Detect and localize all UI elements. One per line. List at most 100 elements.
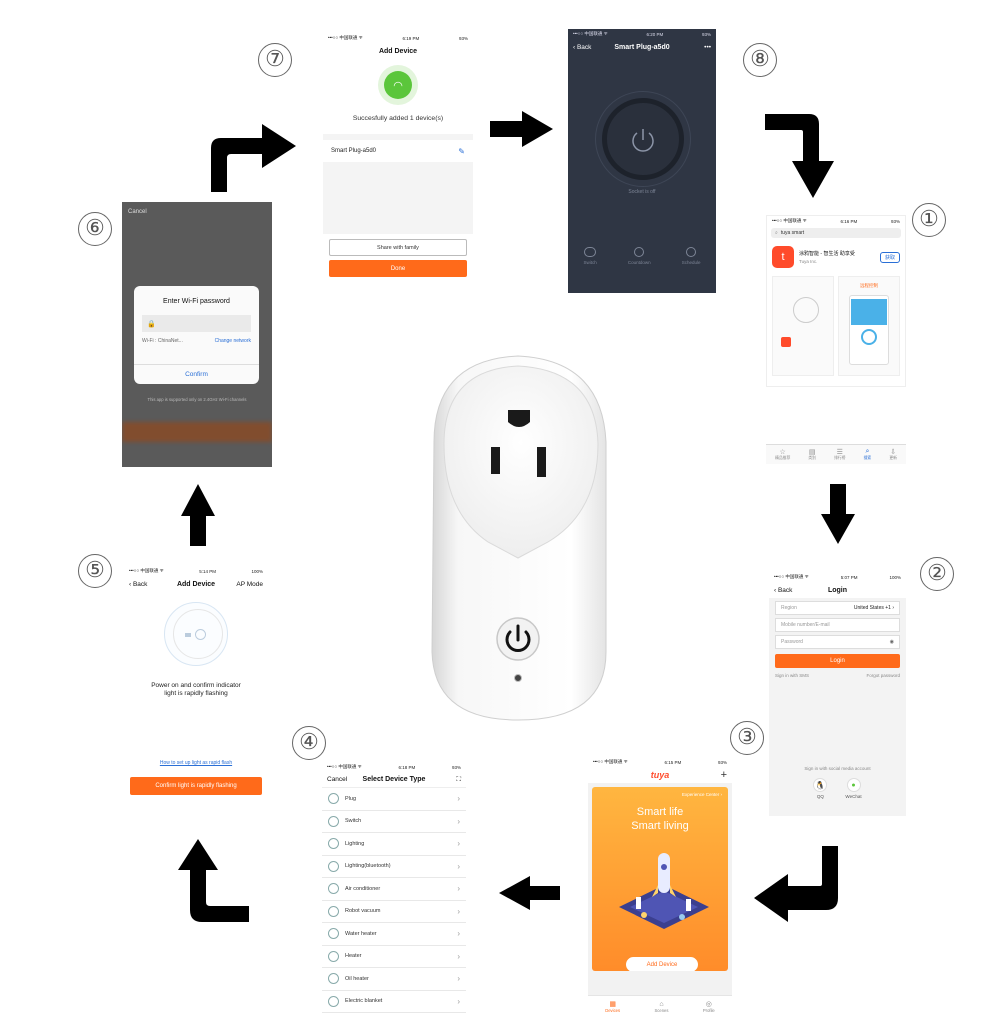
chevron-right-icon: ›	[457, 816, 460, 826]
tab-scenes[interactable]: ⌂Scenes	[655, 1001, 669, 1013]
wechat-button[interactable]: ●WeChat	[845, 778, 862, 799]
status-bar: •••○○ 中国联通 ᯤ 6:19 PM 93%	[323, 33, 473, 43]
socket-status: Socket is off	[628, 189, 656, 195]
social-buttons: 🐧QQ ●WeChat	[769, 778, 906, 799]
back-button[interactable]: ‹ Back	[573, 43, 592, 51]
confirm-button[interactable]: Confirm	[134, 364, 259, 384]
time: 5:14 PM	[199, 568, 217, 574]
done-button[interactable]: Done	[329, 260, 467, 277]
screen-1-app-store: •••○○ 中国联通 ᯤ 6:16 PM 93% ⌕tuya smart t 涂…	[766, 215, 906, 387]
eye-icon[interactable]: ◉	[889, 639, 894, 645]
step-number-2: ②	[920, 557, 954, 591]
device-type-icon	[328, 793, 339, 805]
device-type-row[interactable]: Lighting›	[322, 833, 466, 856]
tab-search[interactable]: ⌕搜索	[864, 448, 872, 461]
clock-icon	[686, 247, 697, 257]
step-number-5: ⑤	[78, 554, 112, 588]
cancel-button[interactable]: Cancel	[327, 776, 348, 783]
download-icon: ⇩	[890, 449, 897, 456]
experience-center-link[interactable]: Experience Center ›	[681, 792, 722, 797]
qq-button[interactable]: 🐧QQ	[813, 778, 828, 799]
back-button[interactable]: ‹ Back	[129, 580, 148, 588]
chevron-right-icon: ›	[457, 906, 460, 916]
search-input[interactable]: ⌕tuya smart	[771, 228, 901, 238]
smart-plug-image	[431, 355, 607, 721]
carrier: •••○○ 中国联通 ᯤ	[772, 218, 807, 223]
device-type-row[interactable]: Heater›	[322, 946, 466, 968]
nav-bar: Cancel Select Device Type ⛶	[322, 772, 466, 788]
tab-categories[interactable]: ▤类别	[808, 448, 816, 461]
search-text: tuya smart	[780, 230, 805, 236]
tab-countdown[interactable]: Countdown	[628, 247, 651, 265]
tab-devices[interactable]: ▦Devices	[605, 1000, 620, 1013]
device-type-label: Switch	[345, 818, 362, 825]
login-button[interactable]: Login	[775, 654, 900, 668]
step-number-3: ③	[730, 721, 764, 755]
hero-line-1: Smart life	[636, 806, 684, 818]
timer-icon	[634, 247, 645, 257]
arrow-4-to-5	[178, 839, 249, 922]
indicator-led	[514, 674, 522, 682]
screen-4-select-device-type: •••○○ 中国联通 ᯤ 6:18 PM 93% Cancel Select D…	[322, 762, 466, 1020]
device-type-list: Plug› Switch › Lighting›Lighting(bluetooth)…	[322, 788, 466, 1013]
forgot-password-link[interactable]: Forgot password	[866, 673, 900, 678]
device-type-row[interactable]: Oil heater›	[322, 968, 466, 991]
device-type-row[interactable]: Robot vacuum›	[322, 901, 466, 923]
tab-switch[interactable]: Switch	[584, 247, 597, 265]
time: 6:20 PM	[646, 31, 664, 37]
tab-featured[interactable]: ☆精品推荐	[775, 448, 790, 461]
tab-updates-label: 更新	[889, 456, 897, 460]
tab-schedule-label: Schedule	[681, 260, 701, 265]
power-toggle[interactable]	[602, 98, 684, 180]
tab-updates[interactable]: ⇩更新	[889, 448, 897, 461]
share-button[interactable]: Share with family	[329, 239, 467, 256]
get-button[interactable]: 获取	[879, 251, 900, 263]
device-type-row[interactable]: Electric blanket›	[322, 991, 466, 1013]
screen-5-ap-mode: •••○○ 中国联通 ᯤ 5:14 PM 100% ‹ Back Add Dev…	[124, 566, 268, 822]
tab-search-label: 搜索	[863, 456, 872, 460]
device-type-row[interactable]: Lighting(bluetooth)›	[322, 856, 466, 878]
back-button[interactable]: ‹ Back	[774, 586, 793, 594]
scan-icon[interactable]: ⛶	[456, 775, 461, 783]
add-device-button[interactable]: Add Device	[626, 957, 698, 971]
battery: 93%	[701, 31, 711, 37]
ap-mode-button[interactable]: AP Mode	[236, 580, 263, 588]
more-button[interactable]: •••	[704, 43, 711, 51]
change-network-link[interactable]: Change network	[214, 338, 251, 344]
confirm-flashing-button[interactable]: Confirm light is rapidly flashing	[130, 777, 262, 795]
nav-bar: ‹ Back Smart Plug-a5d0 •••	[568, 39, 716, 55]
bottom-tab-bar: ▦Devices ⌂Scenes ◎Profile	[588, 995, 732, 1017]
password-input[interactable]: 🔒	[142, 315, 251, 332]
nav-title: Login	[827, 586, 848, 594]
password-input[interactable]: Password◉	[775, 635, 900, 649]
app-result[interactable]: t 涂鸦智能 - 智生活 助享受 Tuya Inc. 获取	[772, 246, 900, 268]
device-type-row[interactable]: Water heater›	[322, 923, 466, 946]
tab-categories-label: 类别	[808, 456, 816, 460]
time: 6:16 PM	[840, 218, 858, 224]
devices-icon: ▦	[609, 1001, 616, 1008]
device-type-row[interactable]: Air conditioner›	[322, 878, 466, 901]
wifi-icon: ◠	[384, 71, 412, 99]
mobile-email-input[interactable]: Mobile number/E-mail	[775, 618, 900, 632]
device-row[interactable]: Smart Plug-a5d0 ✎	[323, 140, 473, 162]
nav-bar: ‹ Back Login	[769, 582, 906, 598]
carrier: •••○○ 中国联通 ᯤ	[573, 31, 608, 36]
tab-charts[interactable]: ☰排行榜	[834, 448, 845, 461]
edit-icon[interactable]: ✎	[458, 146, 465, 156]
screenshot-title: 远程控制	[860, 283, 878, 288]
device-circle-icon	[793, 297, 819, 323]
tab-schedule[interactable]: Schedule	[681, 247, 701, 265]
cancel-button[interactable]: Cancel	[128, 209, 147, 215]
tab-profile[interactable]: ◎Profile	[703, 1000, 715, 1013]
rapid-flash-help-link[interactable]: How to set up light as rapid flash	[159, 760, 233, 766]
device-type-row[interactable]: Plug›	[322, 788, 466, 811]
screen-6-wifi-password: Cancel Enter Wi-Fi password 🔒 Wi-Fi : Ch…	[122, 202, 272, 467]
sms-signin-link[interactable]: Sign in with SMS	[775, 673, 810, 678]
device-type-row[interactable]: Switch ›	[322, 811, 466, 833]
device-type-label: Heater	[345, 953, 362, 960]
tab-featured-label: 精品推荐	[775, 456, 791, 460]
time: 5:07 PM	[840, 574, 858, 580]
status-bar: •••○○ 中国联通 ᯤ 5:07 PM 100%	[769, 572, 906, 582]
add-device-plus-button[interactable]: +	[720, 769, 727, 781]
